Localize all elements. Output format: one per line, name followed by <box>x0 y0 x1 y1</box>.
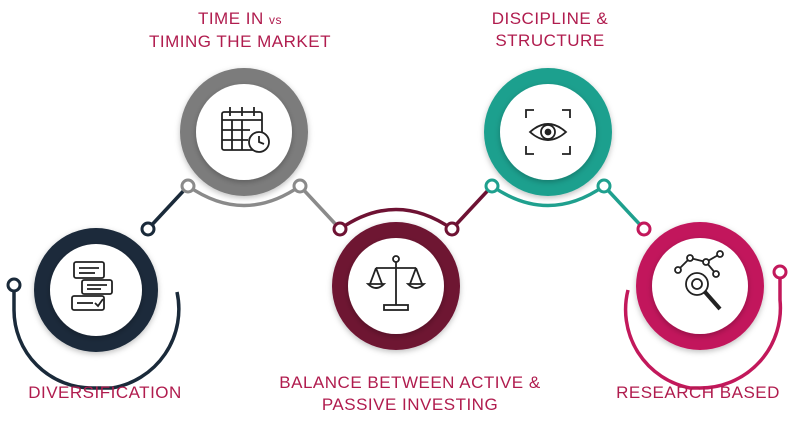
label-time-in-market: TIME IN vs TIMING THE MARKET <box>120 8 360 53</box>
node-dot <box>484 178 500 194</box>
documents-checklist-icon <box>71 261 113 311</box>
label-discipline-line2: STRUCTURE <box>495 31 605 50</box>
connector-diversification <box>12 184 190 390</box>
connector-balance <box>339 184 494 231</box>
magnifier-network-icon <box>674 250 724 311</box>
label-research: RESEARCH BASED <box>600 382 796 404</box>
label-time-line1: TIME IN <box>197 9 264 28</box>
label-time-vs: vs <box>269 13 283 27</box>
step-diversification <box>34 228 158 352</box>
connector-time <box>187 184 342 231</box>
label-balance: BALANCE BETWEEN ACTIVE & PASSIVE INVESTI… <box>240 372 580 416</box>
eye-focus-icon <box>525 109 571 155</box>
label-balance-line1: BALANCE BETWEEN ACTIVE & <box>279 373 541 392</box>
node-dot <box>180 178 196 194</box>
connector-nodes <box>6 178 788 293</box>
connector-research <box>623 272 783 390</box>
label-diversification-line1: DIVERSIFICATION <box>28 383 182 402</box>
label-time-line2: TIMING THE MARKET <box>149 32 331 51</box>
node-dot <box>636 221 652 237</box>
label-diversification: DIVERSIFICATION <box>0 382 210 404</box>
step-discipline <box>484 68 612 196</box>
node-dot <box>596 178 612 194</box>
node-dot <box>332 221 348 237</box>
calendar-clock-icon <box>221 107 270 153</box>
label-discipline: DISCIPLINE & STRUCTURE <box>440 8 660 52</box>
node-dot <box>6 277 22 293</box>
label-research-line1: RESEARCH BASED <box>616 383 780 402</box>
node-dot <box>444 221 460 237</box>
step-time-in-market <box>180 68 308 196</box>
node-dot <box>772 264 788 280</box>
label-balance-line2: PASSIVE INVESTING <box>321 395 499 414</box>
node-dot <box>140 221 156 237</box>
label-discipline-line1: DISCIPLINE & <box>491 9 609 28</box>
balance-scale-icon <box>365 255 427 311</box>
node-dot <box>292 178 308 194</box>
step-research <box>636 222 764 350</box>
step-balance <box>332 222 460 350</box>
connector-discipline <box>491 184 646 231</box>
